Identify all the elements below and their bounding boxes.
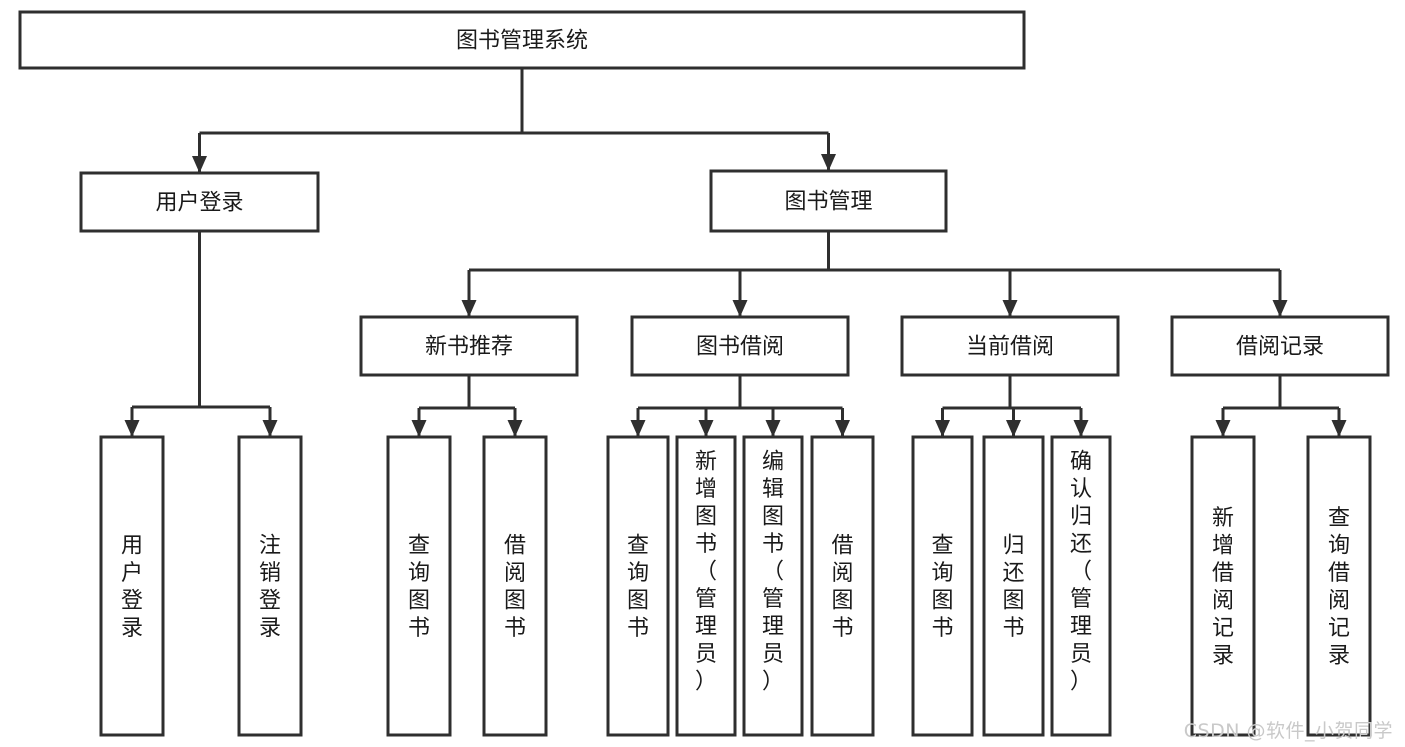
node-box-new-book-recommend <box>359 315 579 377</box>
node-leaf-borrow-book-1[interactable]: 借阅图书 <box>482 435 548 737</box>
node-book-manage[interactable]: 图书管理 <box>709 169 948 233</box>
node-box-leaf-query-book-2 <box>606 435 670 737</box>
arrow-head <box>630 420 646 437</box>
node-leaf-user-login[interactable]: 用户登录 <box>99 435 165 737</box>
node-label-book-borrow: 图书借阅 <box>696 335 784 360</box>
node-leaf-add-record[interactable]: 新增借阅记录 <box>1190 435 1256 737</box>
arrow-head <box>124 420 140 437</box>
node-leaf-add-book[interactable]: 新增图书（管理员） <box>675 435 737 737</box>
node-box-leaf-return-book <box>982 435 1045 737</box>
node-box-leaf-borrow-book-2 <box>810 435 875 737</box>
node-label-leaf-query-book-1: 查询图书 <box>408 533 430 641</box>
node-label-leaf-query-book-2: 查询图书 <box>627 533 649 641</box>
node-box-leaf-add-record <box>1190 435 1256 737</box>
node-leaf-user-logout[interactable]: 注销登录 <box>237 435 303 737</box>
node-box-borrow-record <box>1170 315 1390 377</box>
arrow-head <box>411 420 427 437</box>
node-label-leaf-add-book: 新增图书（管理员） <box>695 449 717 694</box>
node-leaf-return-book[interactable]: 归还图书 <box>982 435 1045 737</box>
arrow-head <box>1006 420 1021 437</box>
node-label-leaf-add-record: 新增借阅记录 <box>1212 506 1234 669</box>
node-box-leaf-user-login <box>99 435 165 737</box>
node-label-leaf-query-book-3: 查询图书 <box>931 533 953 641</box>
node-box-leaf-query-book-1 <box>386 435 452 737</box>
node-label-leaf-borrow-book-2: 借阅图书 <box>831 533 853 641</box>
node-label-user-login: 用户登录 <box>155 191 243 216</box>
arrow-head <box>835 420 850 437</box>
node-box-book-borrow <box>630 315 850 377</box>
arrow-head <box>1272 300 1288 317</box>
arrow-head <box>765 420 781 437</box>
node-box-leaf-query-record <box>1306 435 1372 737</box>
arrow-head <box>507 420 523 437</box>
node-current-borrow[interactable]: 当前借阅 <box>900 315 1120 377</box>
node-leaf-query-record[interactable]: 查询借阅记录 <box>1306 435 1372 737</box>
node-leaf-query-book-1[interactable]: 查询图书 <box>386 435 452 737</box>
node-label-leaf-borrow-book-1: 借阅图书 <box>504 533 526 641</box>
node-box-leaf-confirm-return <box>1050 435 1112 737</box>
node-label-leaf-confirm-return: 确认归还（管理员） <box>1070 449 1092 694</box>
node-leaf-query-book-2[interactable]: 查询图书 <box>606 435 670 737</box>
arrow-head <box>935 420 950 437</box>
node-label-leaf-query-record: 查询借阅记录 <box>1328 506 1350 669</box>
node-box-user-login <box>79 171 320 233</box>
node-label-leaf-edit-book: 编辑图书（管理员） <box>762 449 784 694</box>
node-label-root: 图书管理系统 <box>456 29 588 54</box>
node-user-login[interactable]: 用户登录 <box>79 171 320 233</box>
node-root[interactable]: 图书管理系统 <box>18 10 1026 70</box>
node-box-root <box>18 10 1026 70</box>
node-box-leaf-query-book-3 <box>911 435 974 737</box>
node-box-leaf-add-book <box>675 435 737 737</box>
arrow-head <box>1073 420 1089 437</box>
node-label-current-borrow: 当前借阅 <box>966 335 1054 360</box>
nodes-layer: 图书管理系统用户登录图书管理新书推荐图书借阅当前借阅借阅记录用户登录注销登录查询… <box>18 10 1390 737</box>
node-label-leaf-return-book: 归还图书 <box>1002 533 1024 641</box>
node-label-leaf-user-logout: 注销登录 <box>259 533 281 641</box>
node-box-leaf-edit-book <box>742 435 804 737</box>
node-borrow-record[interactable]: 借阅记录 <box>1170 315 1390 377</box>
node-leaf-query-book-3[interactable]: 查询图书 <box>911 435 974 737</box>
arrow-head <box>192 156 207 173</box>
node-box-leaf-borrow-book-1 <box>482 435 548 737</box>
node-box-book-manage <box>709 169 948 233</box>
arrow-head <box>732 300 748 317</box>
node-leaf-confirm-return[interactable]: 确认归还（管理员） <box>1050 435 1112 737</box>
node-box-leaf-user-logout <box>237 435 303 737</box>
node-leaf-borrow-book-2[interactable]: 借阅图书 <box>810 435 875 737</box>
node-label-leaf-user-login: 用户登录 <box>121 533 143 641</box>
arrow-head <box>262 420 278 437</box>
node-box-current-borrow <box>900 315 1120 377</box>
node-label-book-manage: 图书管理 <box>784 190 872 215</box>
arrow-head <box>1331 420 1347 437</box>
node-new-book-recommend[interactable]: 新书推荐 <box>359 315 579 377</box>
node-book-borrow[interactable]: 图书借阅 <box>630 315 850 377</box>
arrow-head <box>821 154 836 171</box>
node-label-new-book-recommend: 新书推荐 <box>425 335 513 360</box>
arrow-head <box>1002 300 1018 317</box>
arrow-head <box>698 420 714 437</box>
csdn-watermark: CSDN @软件_小贺同学 <box>1183 720 1393 742</box>
node-leaf-edit-book[interactable]: 编辑图书（管理员） <box>742 435 804 737</box>
connections-layer <box>124 68 1347 437</box>
arrow-head <box>1215 420 1231 437</box>
node-label-borrow-record: 借阅记录 <box>1236 335 1324 360</box>
arrow-head <box>461 300 477 317</box>
